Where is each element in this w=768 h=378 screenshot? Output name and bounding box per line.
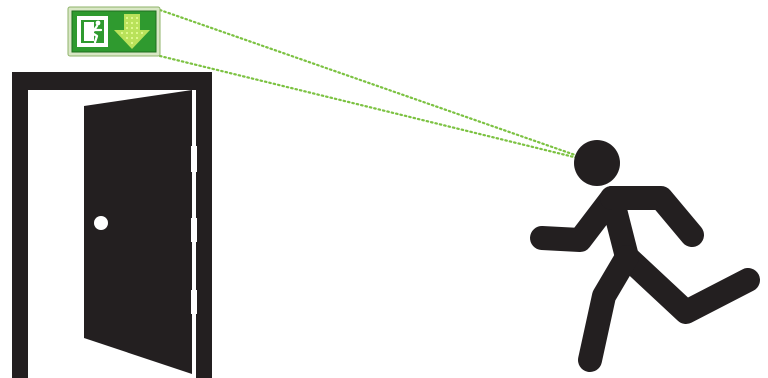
hinge-gap <box>191 146 197 172</box>
exit-sign <box>68 7 160 56</box>
door-knob <box>94 216 108 230</box>
running-person-icon <box>542 140 748 360</box>
sightline-upper <box>160 10 578 156</box>
door <box>12 72 212 378</box>
sightline-lower <box>160 56 578 158</box>
left-arm <box>542 198 612 240</box>
hinge-gap <box>191 218 197 242</box>
back-leg <box>590 257 627 360</box>
sightline <box>160 10 578 158</box>
running-man-exit-icon <box>77 16 108 47</box>
head <box>574 140 620 186</box>
hinge-gap <box>191 290 197 314</box>
door-leaf <box>84 90 192 374</box>
front-leg <box>627 257 748 312</box>
